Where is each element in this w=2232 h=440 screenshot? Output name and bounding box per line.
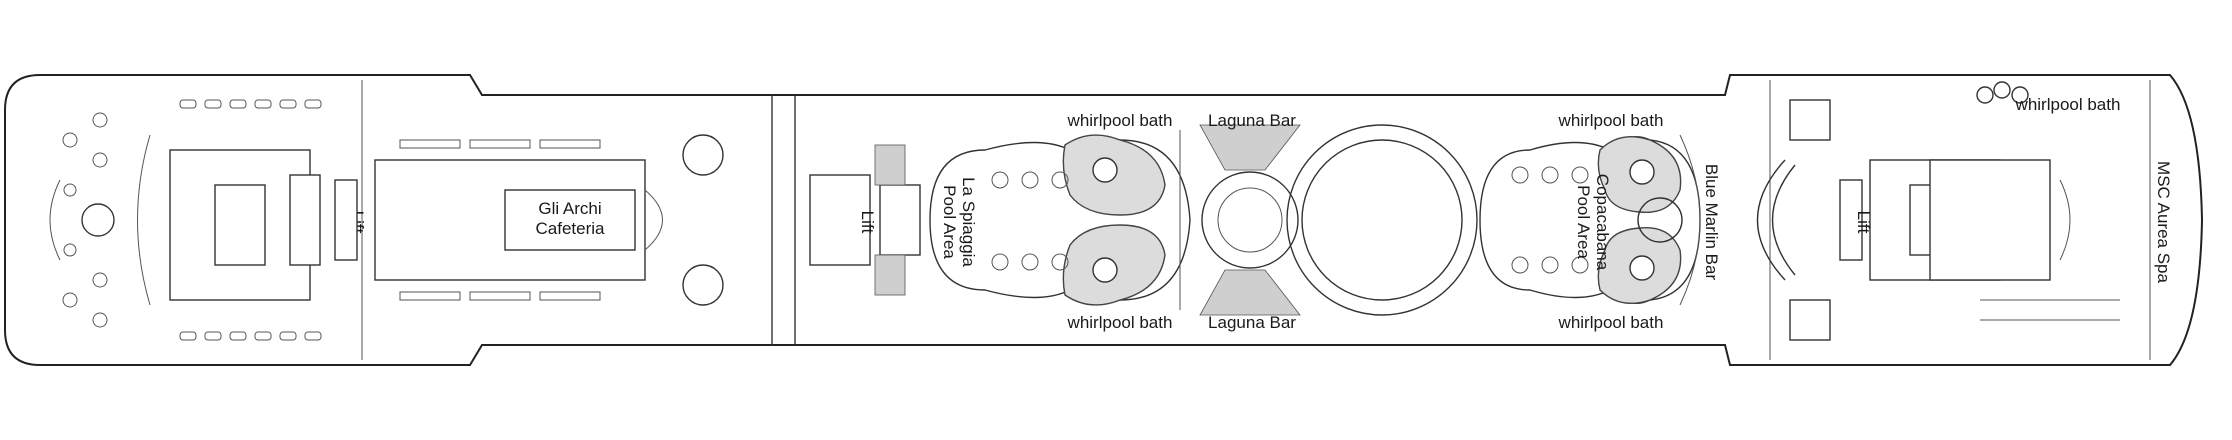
cafeteria-label-line2: Cafeteria xyxy=(536,219,606,238)
aft-deck-area xyxy=(49,99,322,341)
copacabana-label-line1: Copacabana xyxy=(1593,174,1612,271)
la-spiaggia-pool-outline xyxy=(929,136,1191,304)
whirlpool-spa-label: whirlpool bath xyxy=(2015,95,2121,114)
la-spiaggia-label-line2: Pool Area xyxy=(940,185,959,259)
pool-deck-rings xyxy=(991,171,1069,271)
copacabana-label-line2: Pool Area xyxy=(1574,185,1593,259)
lift-fwd-label: Lift xyxy=(1854,211,1873,234)
central-pool-outline xyxy=(1286,124,1478,316)
la-spiaggia-label-line1: La Spiaggia xyxy=(959,177,978,267)
spa-area xyxy=(1929,81,2120,321)
lift-aft xyxy=(334,179,358,261)
spa-label: MSC Aurea Spa xyxy=(2154,161,2173,283)
whirlpool-bottom-left-label: whirlpool bath xyxy=(1067,313,1173,332)
cafeteria-label-line1: Gli Archi xyxy=(538,199,601,218)
gli-archi-cafeteria xyxy=(374,134,724,306)
blue-marlin-label: Blue Marlin Bar xyxy=(1702,164,1721,281)
mid-lift-area xyxy=(809,144,921,296)
laguna-bar xyxy=(1179,124,1301,316)
laguna-bar-bottom-label: Laguna Bar xyxy=(1208,313,1296,332)
whirlpool-bottom-right-label: whirlpool bath xyxy=(1558,313,1664,332)
blue-marlin-bar-counter xyxy=(1679,134,1701,306)
central-pool xyxy=(1301,139,1463,301)
whirlpool-top-right-label: whirlpool bath xyxy=(1558,111,1664,130)
laguna-bar-top-label: Laguna Bar xyxy=(1208,111,1296,130)
lift-mid-label: Lift xyxy=(858,211,877,234)
whirlpool-top-left-label: whirlpool bath xyxy=(1067,111,1173,130)
